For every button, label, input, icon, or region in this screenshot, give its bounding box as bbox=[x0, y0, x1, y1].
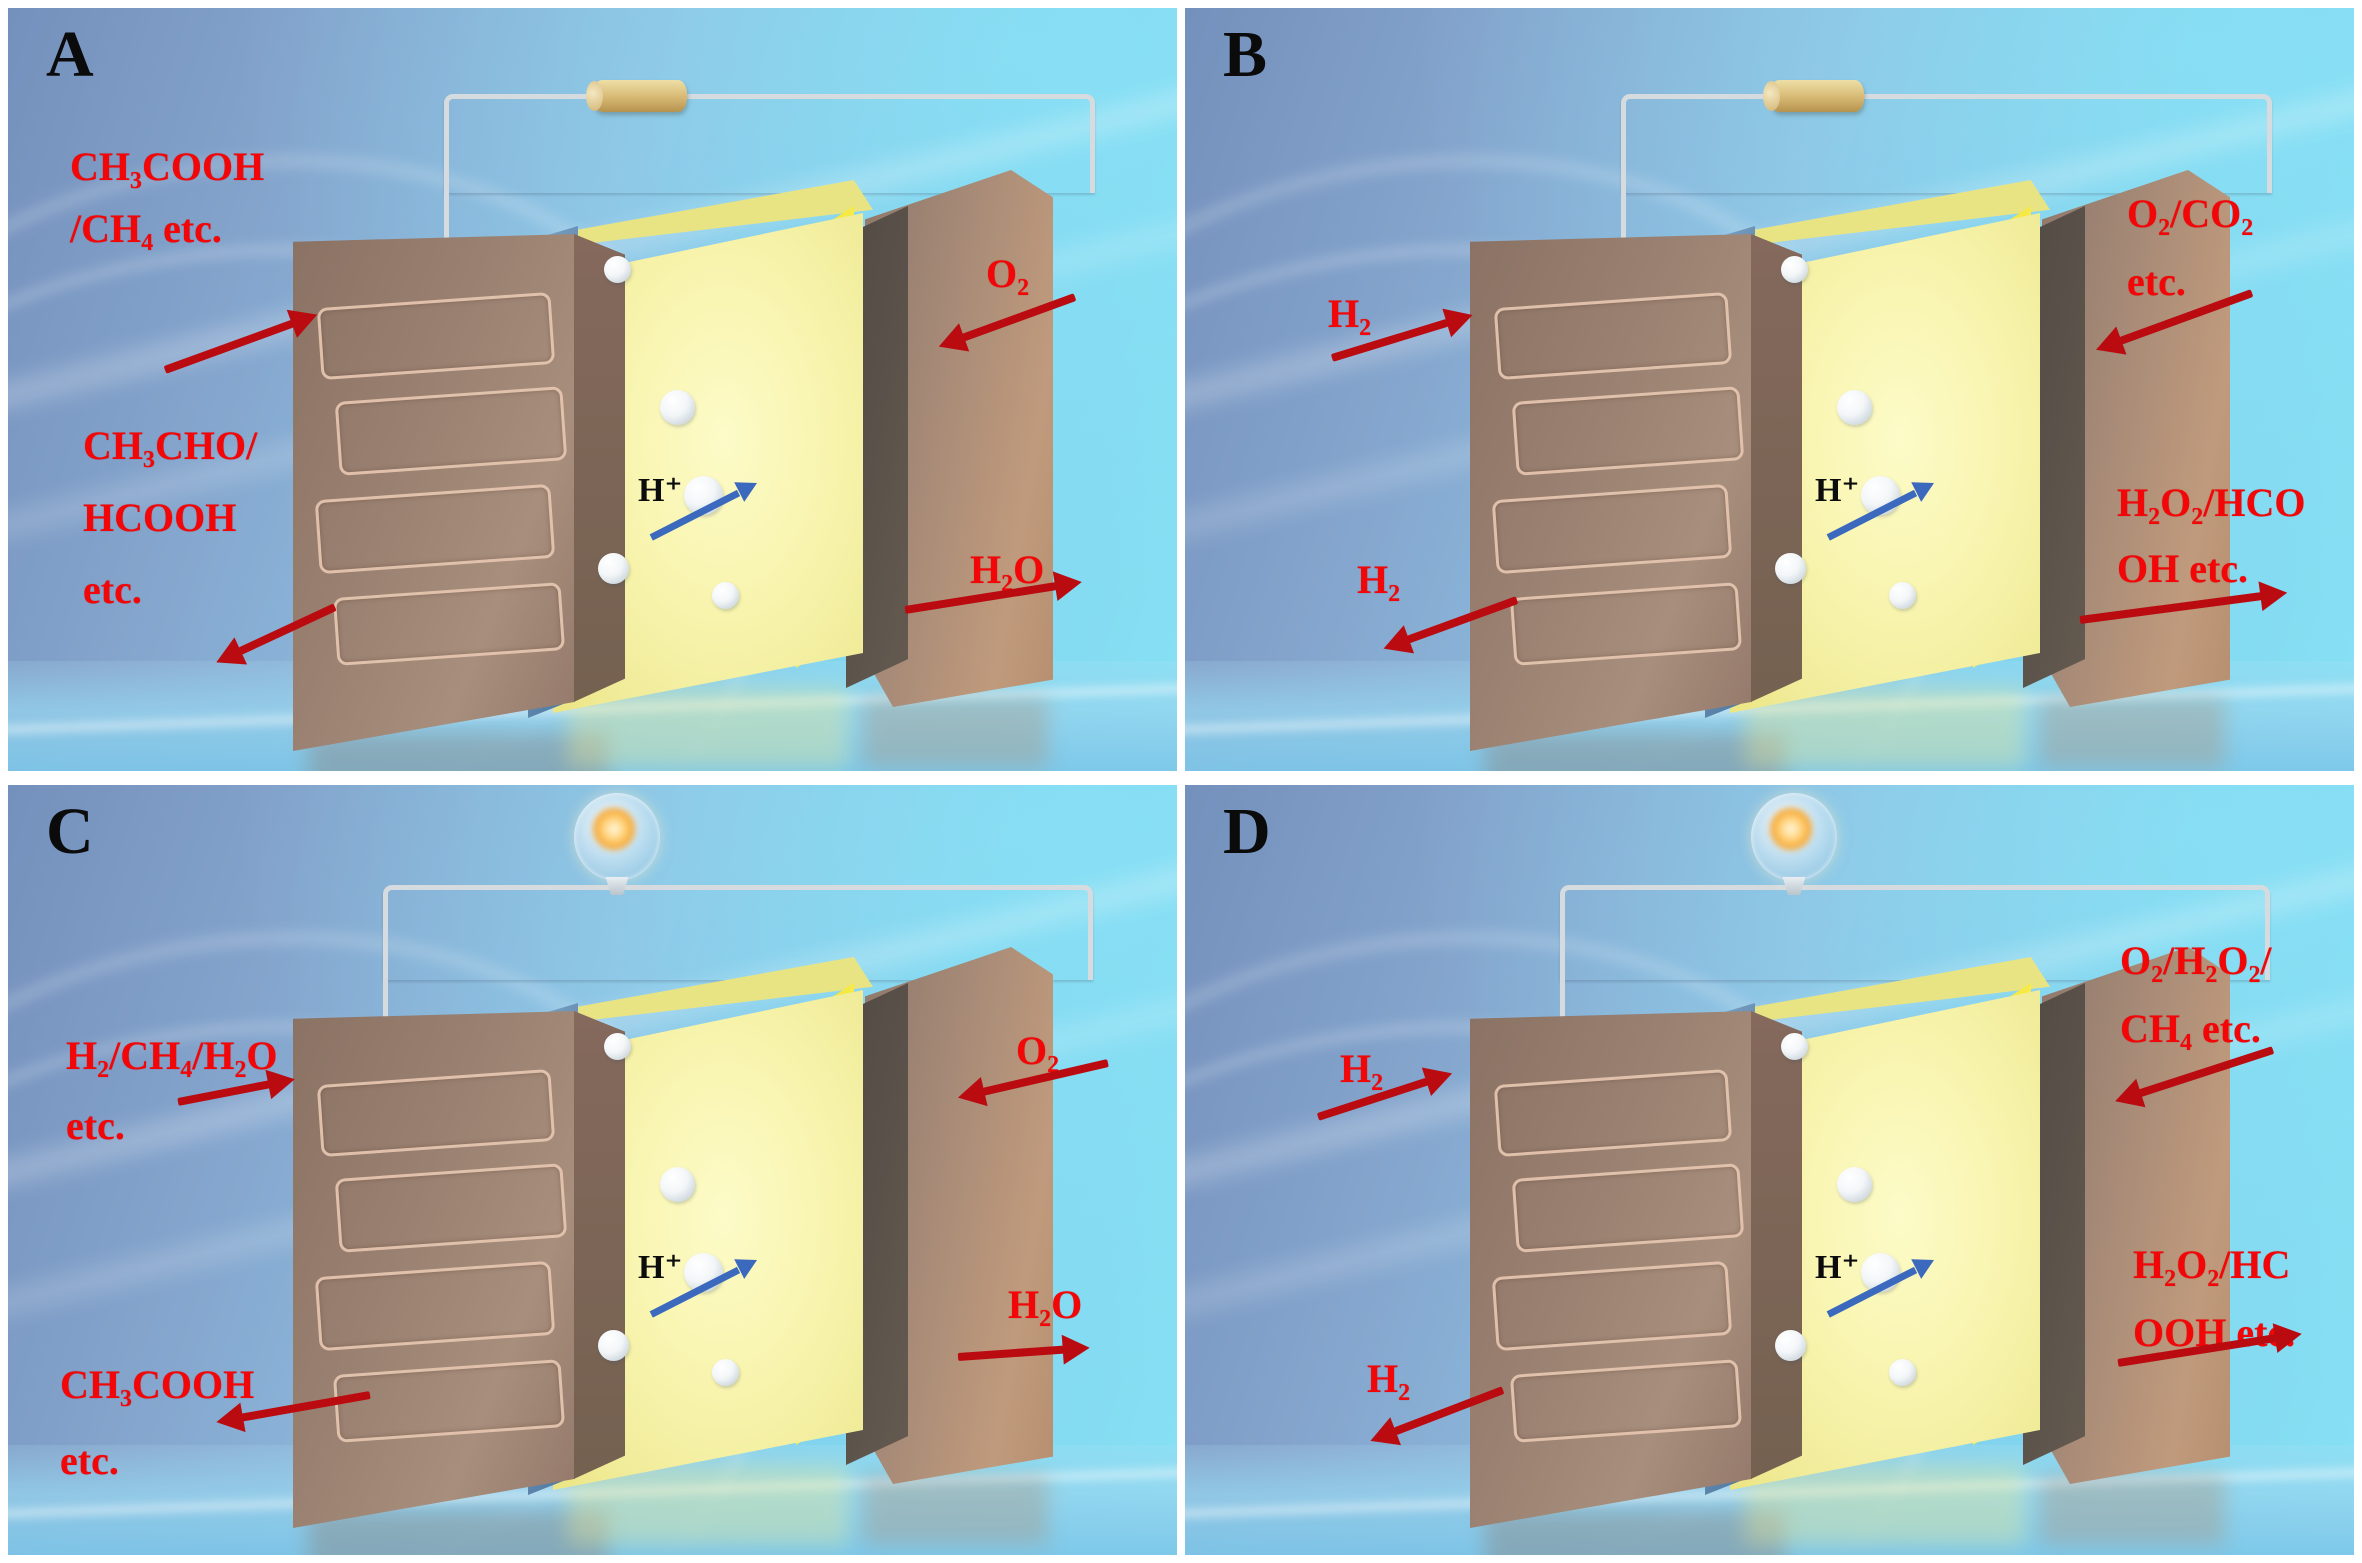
light-bulb-icon bbox=[574, 793, 660, 895]
proton-sphere bbox=[712, 1359, 739, 1386]
plate-face bbox=[1470, 234, 1752, 751]
proton-sphere bbox=[598, 553, 629, 584]
light-bulb-icon bbox=[1751, 793, 1837, 895]
plate-reflection bbox=[2040, 698, 2225, 768]
flow-channel bbox=[334, 386, 568, 476]
proton-sphere bbox=[1781, 256, 1808, 283]
panel-label: D bbox=[1223, 795, 1271, 868]
plate-side bbox=[574, 1011, 625, 1479]
bulb-glow bbox=[592, 807, 636, 851]
plate-side bbox=[1751, 1011, 1802, 1479]
resistor-icon bbox=[586, 80, 687, 112]
resistor-icon bbox=[1763, 80, 1864, 112]
resistor-cap bbox=[1763, 81, 1780, 111]
inlet-label-right: O₂/H₂O₂/ CH₄ etc. bbox=[2120, 938, 2272, 1051]
flow-channel bbox=[1511, 386, 1745, 476]
proton-sphere bbox=[1775, 1330, 1806, 1361]
inlet-label-right: O₂ bbox=[986, 251, 1030, 296]
circuit-wire bbox=[444, 94, 1095, 193]
outlet-label-left: H₂ bbox=[1367, 1356, 1411, 1401]
plate-side bbox=[574, 234, 625, 702]
circuit-wire-leg bbox=[383, 970, 388, 1030]
inlet-label-left: H₂ bbox=[1340, 1046, 1384, 1091]
proton-sphere bbox=[1837, 1167, 1872, 1202]
plate-reflection bbox=[2040, 1475, 2225, 1545]
panel-label: C bbox=[46, 795, 94, 868]
membrane-reflection bbox=[568, 688, 848, 768]
flow-channel bbox=[334, 1163, 568, 1253]
plate-reflection bbox=[863, 698, 1048, 768]
outlet-label-right: H₂O₂/HC OOH etc. bbox=[2133, 1242, 2296, 1355]
proton-sphere bbox=[660, 1167, 695, 1202]
plate-side bbox=[1751, 234, 1802, 702]
proton-sphere bbox=[604, 1033, 631, 1060]
proton-label: H⁺ bbox=[638, 1249, 683, 1286]
circuit-wire-leg bbox=[444, 183, 449, 245]
membrane-reflection bbox=[1745, 1465, 2025, 1545]
panel-label: A bbox=[46, 18, 94, 91]
proton-sphere bbox=[1889, 582, 1916, 609]
inlet-label-left: H₂/CH₄/H₂O etc. bbox=[66, 1033, 278, 1148]
anode-flow-plate bbox=[1470, 1011, 1802, 1528]
panel-d: cathode anode H⁺ D H₂ H₂ O₂/H₂O₂/ bbox=[1185, 785, 2354, 1555]
proton-sphere bbox=[1837, 390, 1872, 425]
inlet-label-left: H₂ bbox=[1328, 291, 1372, 336]
proton-sphere bbox=[1781, 1033, 1808, 1060]
plate-reflection bbox=[863, 1475, 1048, 1545]
panel-b: cathode anode H⁺ B H₂ H₂ O₂/CO₂ bbox=[1185, 8, 2354, 771]
proton-sphere bbox=[1889, 1359, 1916, 1386]
panel-c: cathode anode H⁺ C H₂/CH₄/H₂O etc. CH₃CO… bbox=[8, 785, 1177, 1555]
circuit-wire bbox=[1621, 94, 2272, 193]
outlet-label-right: H₂O₂/HCO OH etc. bbox=[2117, 480, 2306, 591]
proton-sphere bbox=[660, 390, 695, 425]
plate-reflection bbox=[308, 1510, 608, 1555]
membrane-reflection bbox=[1745, 688, 2025, 768]
inlet-label-left: CH₃COOH /CH₄ etc. bbox=[70, 144, 265, 251]
proton-label: H⁺ bbox=[638, 472, 683, 509]
circuit-wire bbox=[1560, 885, 2270, 980]
proton-label: H⁺ bbox=[1815, 472, 1860, 509]
outlet-label-left: CH₃COOH etc. bbox=[60, 1362, 255, 1483]
bulb-base bbox=[1782, 877, 1806, 895]
circuit-wire-leg bbox=[1560, 970, 1565, 1030]
outlet-label-left: CH₃CHO/ HCOOH etc. bbox=[83, 423, 258, 612]
outlet-label-right: H₂O bbox=[970, 547, 1045, 592]
membrane-reflection bbox=[568, 1465, 848, 1545]
proton-label: H⁺ bbox=[1815, 1249, 1860, 1286]
outlet-label-left: H₂ bbox=[1357, 557, 1401, 602]
plate-face bbox=[293, 1011, 575, 1528]
proton-sphere bbox=[1775, 553, 1806, 584]
plate-face bbox=[293, 234, 575, 751]
circuit-wire bbox=[383, 885, 1093, 980]
circuit-wire-leg bbox=[1621, 183, 1626, 245]
bulb-base bbox=[605, 877, 629, 895]
anode-flow-plate bbox=[293, 1011, 625, 1528]
panel-a: cathode anode H⁺ A CH₃COOH /CH₄ etc. CH₃… bbox=[8, 8, 1177, 771]
inlet-label-right: O₂ bbox=[1016, 1028, 1060, 1073]
anode-flow-plate bbox=[293, 234, 625, 751]
outlet-label-right: H₂O bbox=[1008, 1282, 1083, 1327]
proton-sphere bbox=[712, 582, 739, 609]
proton-sphere bbox=[598, 1330, 629, 1361]
inlet-label-right: O₂/CO₂ etc. bbox=[2127, 191, 2254, 304]
proton-sphere bbox=[604, 256, 631, 283]
resistor-cap bbox=[586, 81, 603, 111]
plate-reflection bbox=[1485, 1510, 1785, 1555]
bulb-glow bbox=[1769, 807, 1813, 851]
panel-label: B bbox=[1223, 18, 1268, 91]
plate-face bbox=[1470, 1011, 1752, 1528]
flow-channel bbox=[1511, 1163, 1745, 1253]
anode-flow-plate bbox=[1470, 234, 1802, 751]
